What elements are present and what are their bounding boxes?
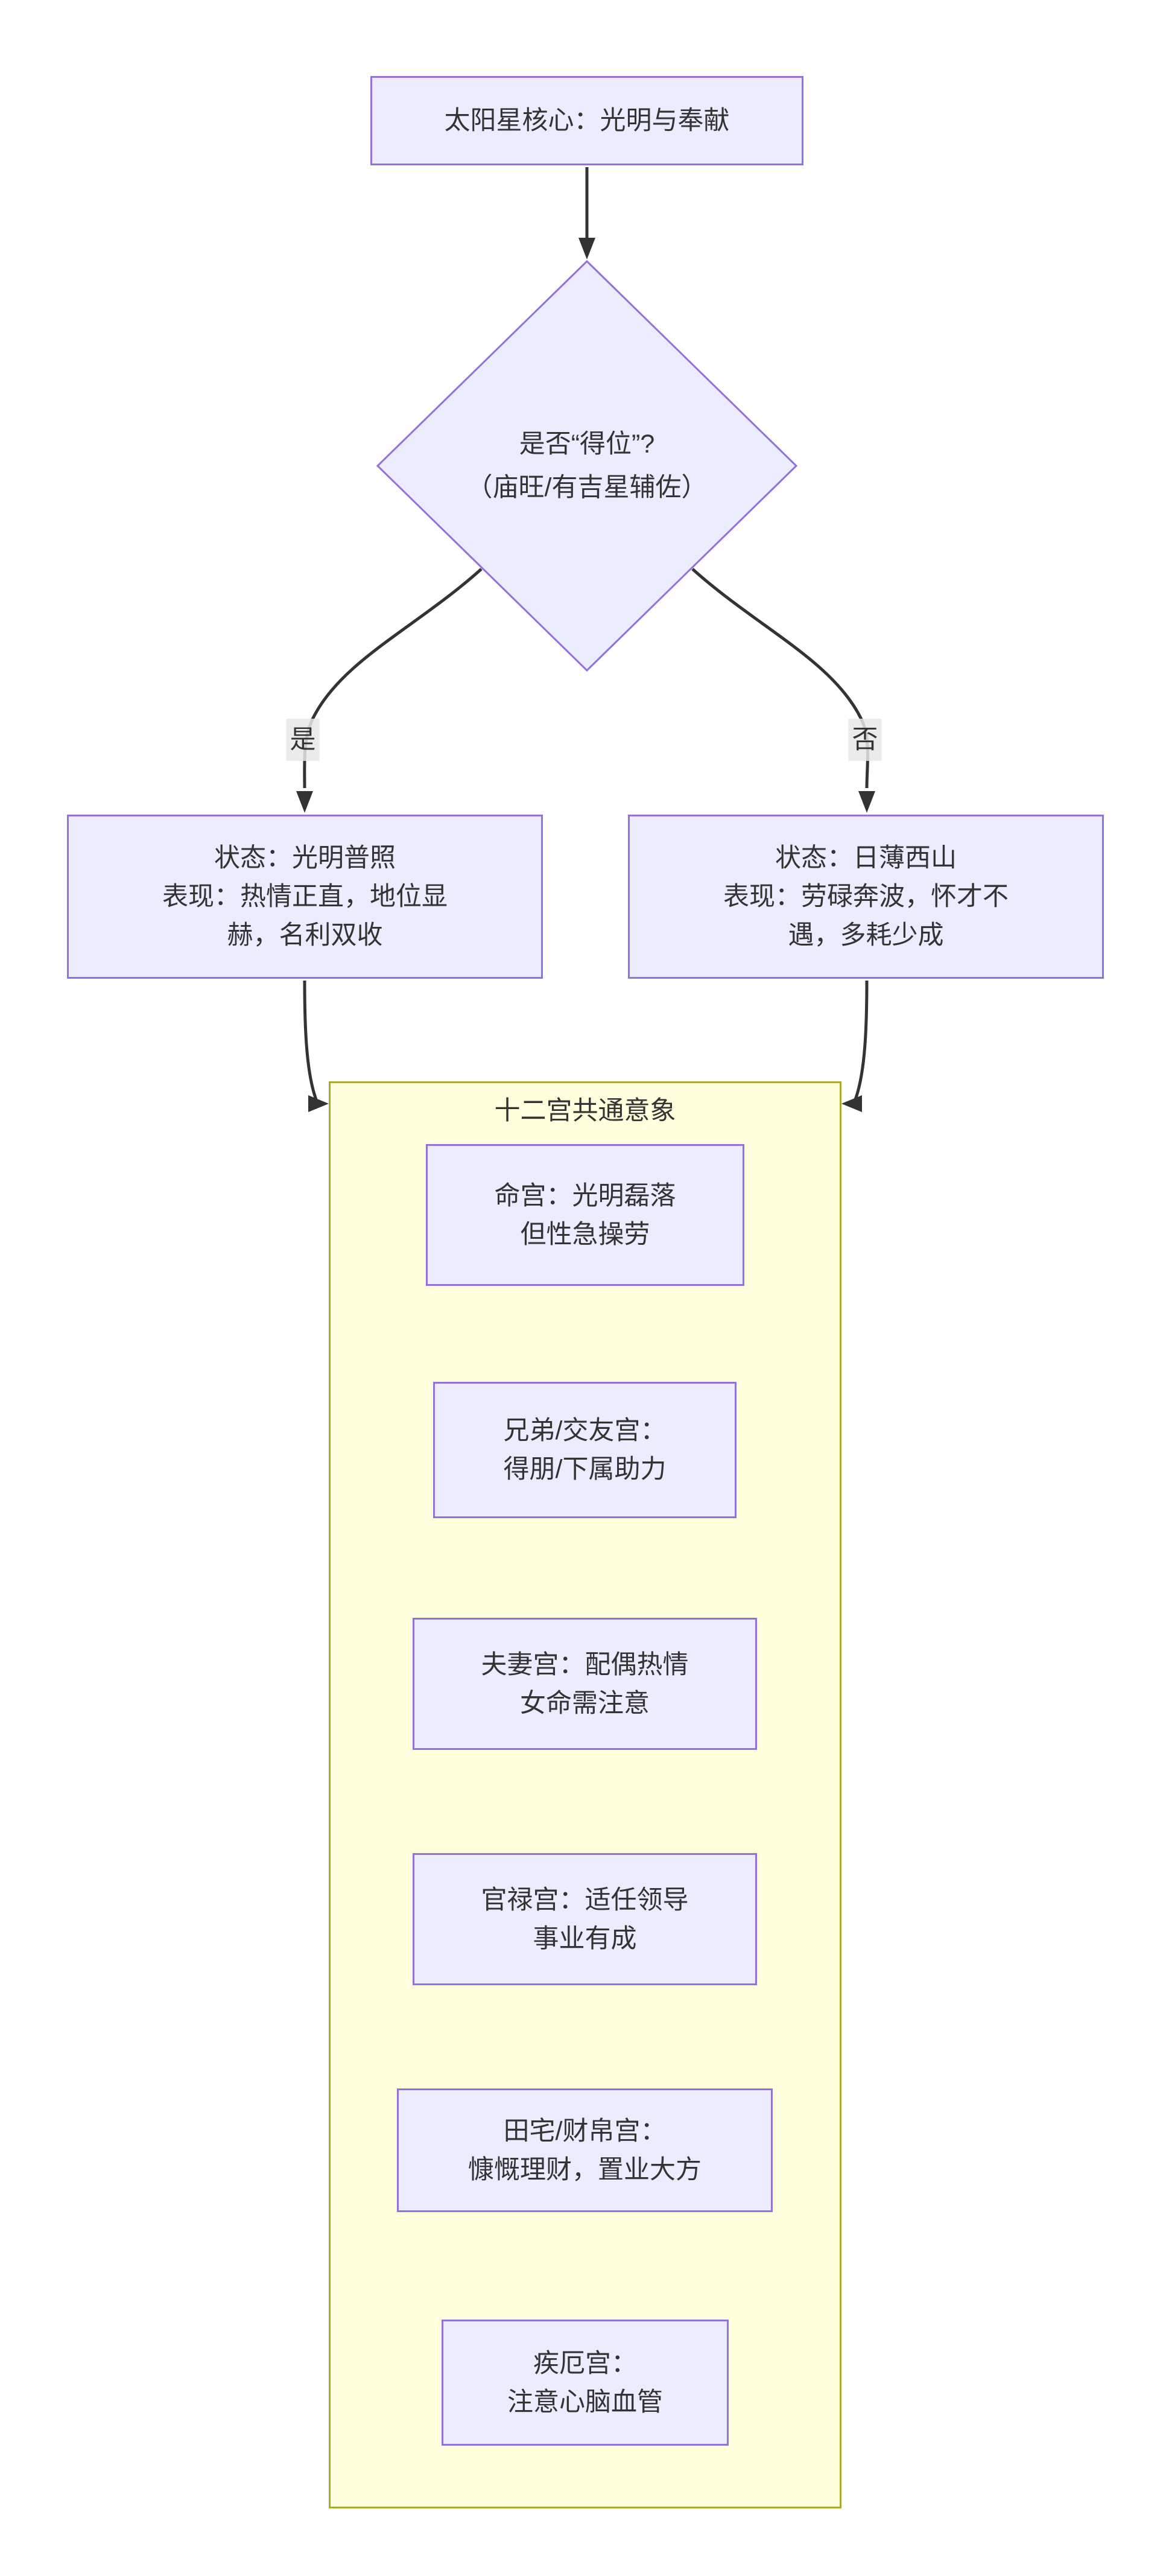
palace-health-line-1: 疾厄宫： — [533, 2349, 637, 2378]
palace-siblings-line-2: 得朋/下属助力 — [503, 1455, 667, 1484]
node-decision: 是否“得位”? （庙旺/有吉星辅佐） — [376, 259, 798, 672]
node-palace-life: 命宫：光明磊落 但性急操劳 — [426, 1144, 744, 1286]
node-palace-siblings-friends: 兄弟/交友宫： 得朋/下属助力 — [433, 1382, 737, 1518]
cluster-title: 十二宫共通意象 — [494, 1096, 676, 1125]
node-palace-spouse: 夫妻宫：配偶热情 女命需注意 — [413, 1618, 757, 1750]
arrowhead-core-to-decision — [578, 238, 595, 259]
arrowhead-decision-to-yes-state — [296, 791, 313, 813]
node-decision-label: 是否“得位”? （庙旺/有吉星辅佐） — [376, 259, 798, 672]
palace-life-line-2: 但性急操劳 — [520, 1220, 650, 1249]
arrowhead-no-state-to-cluster — [841, 1095, 862, 1112]
node-palace-career: 官禄宫：适任领导 事业有成 — [413, 1853, 757, 1985]
palace-siblings-line-1: 兄弟/交友宫： — [503, 1416, 667, 1445]
yes-state-line-3: 赫，名利双收 — [227, 921, 383, 950]
arrowhead-yes-state-to-cluster — [308, 1095, 329, 1112]
node-palace-property-wealth: 田宅/财帛宫： 慷慨理财，置业大方 — [397, 2088, 773, 2212]
edge-label-yes: 是 — [286, 719, 320, 761]
palace-career-line-2: 事业有成 — [533, 1924, 637, 1953]
no-state-line-3: 遇，多耗少成 — [788, 921, 944, 950]
node-palace-health: 疾厄宫： 注意心脑血管 — [442, 2320, 729, 2446]
edge-no-state-to-cluster — [854, 980, 869, 1100]
node-sun-star-core-label: 太阳星核心：光明与奉献 — [444, 106, 730, 135]
no-state-line-2: 表现：劳碌奔波，怀才不 — [723, 882, 1009, 911]
edge-label-no: 否 — [848, 719, 882, 761]
arrowhead-decision-to-no-state — [858, 791, 875, 813]
palace-spouse-line-2: 女命需注意 — [520, 1688, 650, 1718]
node-sun-star-core: 太阳星核心：光明与奉献 — [370, 76, 803, 165]
palace-property-line-2: 慷慨理财，置业大方 — [468, 2155, 702, 2184]
node-yes-state: 状态：光明普照 表现：热情正直，地位显 赫，名利双收 — [67, 815, 543, 979]
decision-line-1: 是否“得位”? — [519, 430, 655, 459]
node-no-state: 状态：日薄西山 表现：劳碌奔波，怀才不 遇，多耗少成 — [628, 815, 1104, 979]
cluster-twelve-palaces: 十二宫共通意象 — [329, 1081, 841, 2508]
yes-state-line-2: 表现：热情正直，地位显 — [162, 882, 448, 911]
palace-spouse-line-1: 夫妻宫：配偶热情 — [481, 1650, 689, 1679]
palace-health-line-2: 注意心脑血管 — [507, 2387, 663, 2417]
edge-yes-state-to-cluster — [303, 980, 318, 1100]
palace-career-line-1: 官禄宫：适任领导 — [481, 1885, 689, 1915]
yes-state-line-1: 状态：光明普照 — [214, 844, 396, 873]
palace-life-line-1: 命宫：光明磊落 — [494, 1181, 676, 1210]
decision-diamond-shape — [376, 259, 798, 672]
no-state-line-1: 状态：日薄西山 — [775, 844, 957, 873]
palace-property-line-1: 田宅/财帛宫： — [503, 2116, 667, 2146]
decision-line-2: （庙旺/有吉星辅佐） — [466, 473, 708, 502]
